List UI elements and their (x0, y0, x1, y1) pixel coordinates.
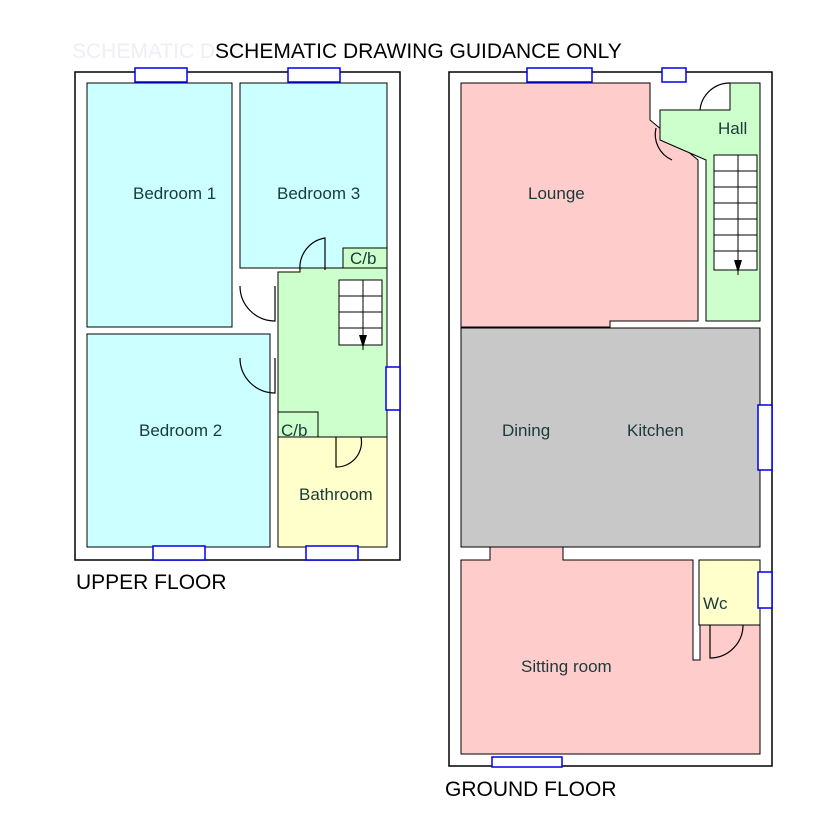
window (757, 404, 773, 471)
window (287, 67, 341, 83)
patio-door (491, 756, 563, 768)
bathroom (277, 436, 388, 548)
ghost-title: SCHEMATIC D (72, 40, 215, 63)
door-front (699, 82, 731, 111)
bedroom-1 (86, 82, 233, 328)
room-label-sitting-room: Sitting room (521, 657, 612, 676)
window (152, 545, 206, 561)
ground-floor: Lounge Hall Dining Kitchen Sitting room … (445, 67, 773, 801)
window (526, 67, 593, 83)
window (305, 545, 359, 561)
door-bedroom-1 (239, 285, 276, 322)
stairs-arrow-icon (359, 335, 367, 348)
bedroom-2 (86, 333, 271, 548)
door-bedroom-3 (299, 237, 326, 271)
lounge (460, 82, 699, 328)
window (661, 67, 687, 83)
window (757, 571, 773, 609)
door-bathroom (335, 436, 363, 468)
room-label-dining: Dining (502, 421, 550, 440)
bedroom-3 (239, 82, 388, 269)
door-lounge (654, 127, 673, 161)
room-label-bedroom-2: Bedroom 2 (139, 421, 222, 440)
room-label-lounge: Lounge (528, 184, 585, 203)
sitting-room (460, 546, 761, 755)
window (134, 67, 188, 83)
floor-label-upper: UPPER FLOOR (76, 571, 227, 594)
upper-floor: Bedroom 1 Bedroom 3 Bedroom 2 Bathroom C… (74, 67, 401, 594)
wc (698, 559, 761, 626)
cupboard-upper (342, 247, 388, 269)
room-label-hall: Hall (718, 119, 747, 138)
room-label-kitchen: Kitchen (627, 421, 684, 440)
room-label-wc: Wc (703, 594, 728, 613)
plan-title: SCHEMATIC DRAWING GUIDANCE ONLY (215, 40, 622, 63)
window (385, 366, 401, 411)
staircase-upper (338, 279, 383, 350)
room-label-bathroom: Bathroom (299, 485, 373, 504)
staircase-ground (713, 154, 758, 275)
door-bedroom-2 (239, 357, 276, 394)
floor-label-ground: GROUND FLOOR (445, 778, 617, 801)
stairs-arrow-icon (734, 260, 742, 273)
door-wc (709, 624, 744, 659)
room-label-cupboard: C/b (350, 249, 376, 268)
room-label-bedroom-1: Bedroom 1 (133, 184, 216, 203)
room-label-bedroom-3: Bedroom 3 (277, 184, 360, 203)
upper-outer-wall (74, 71, 401, 561)
room-label-cupboard: C/b (281, 421, 307, 440)
